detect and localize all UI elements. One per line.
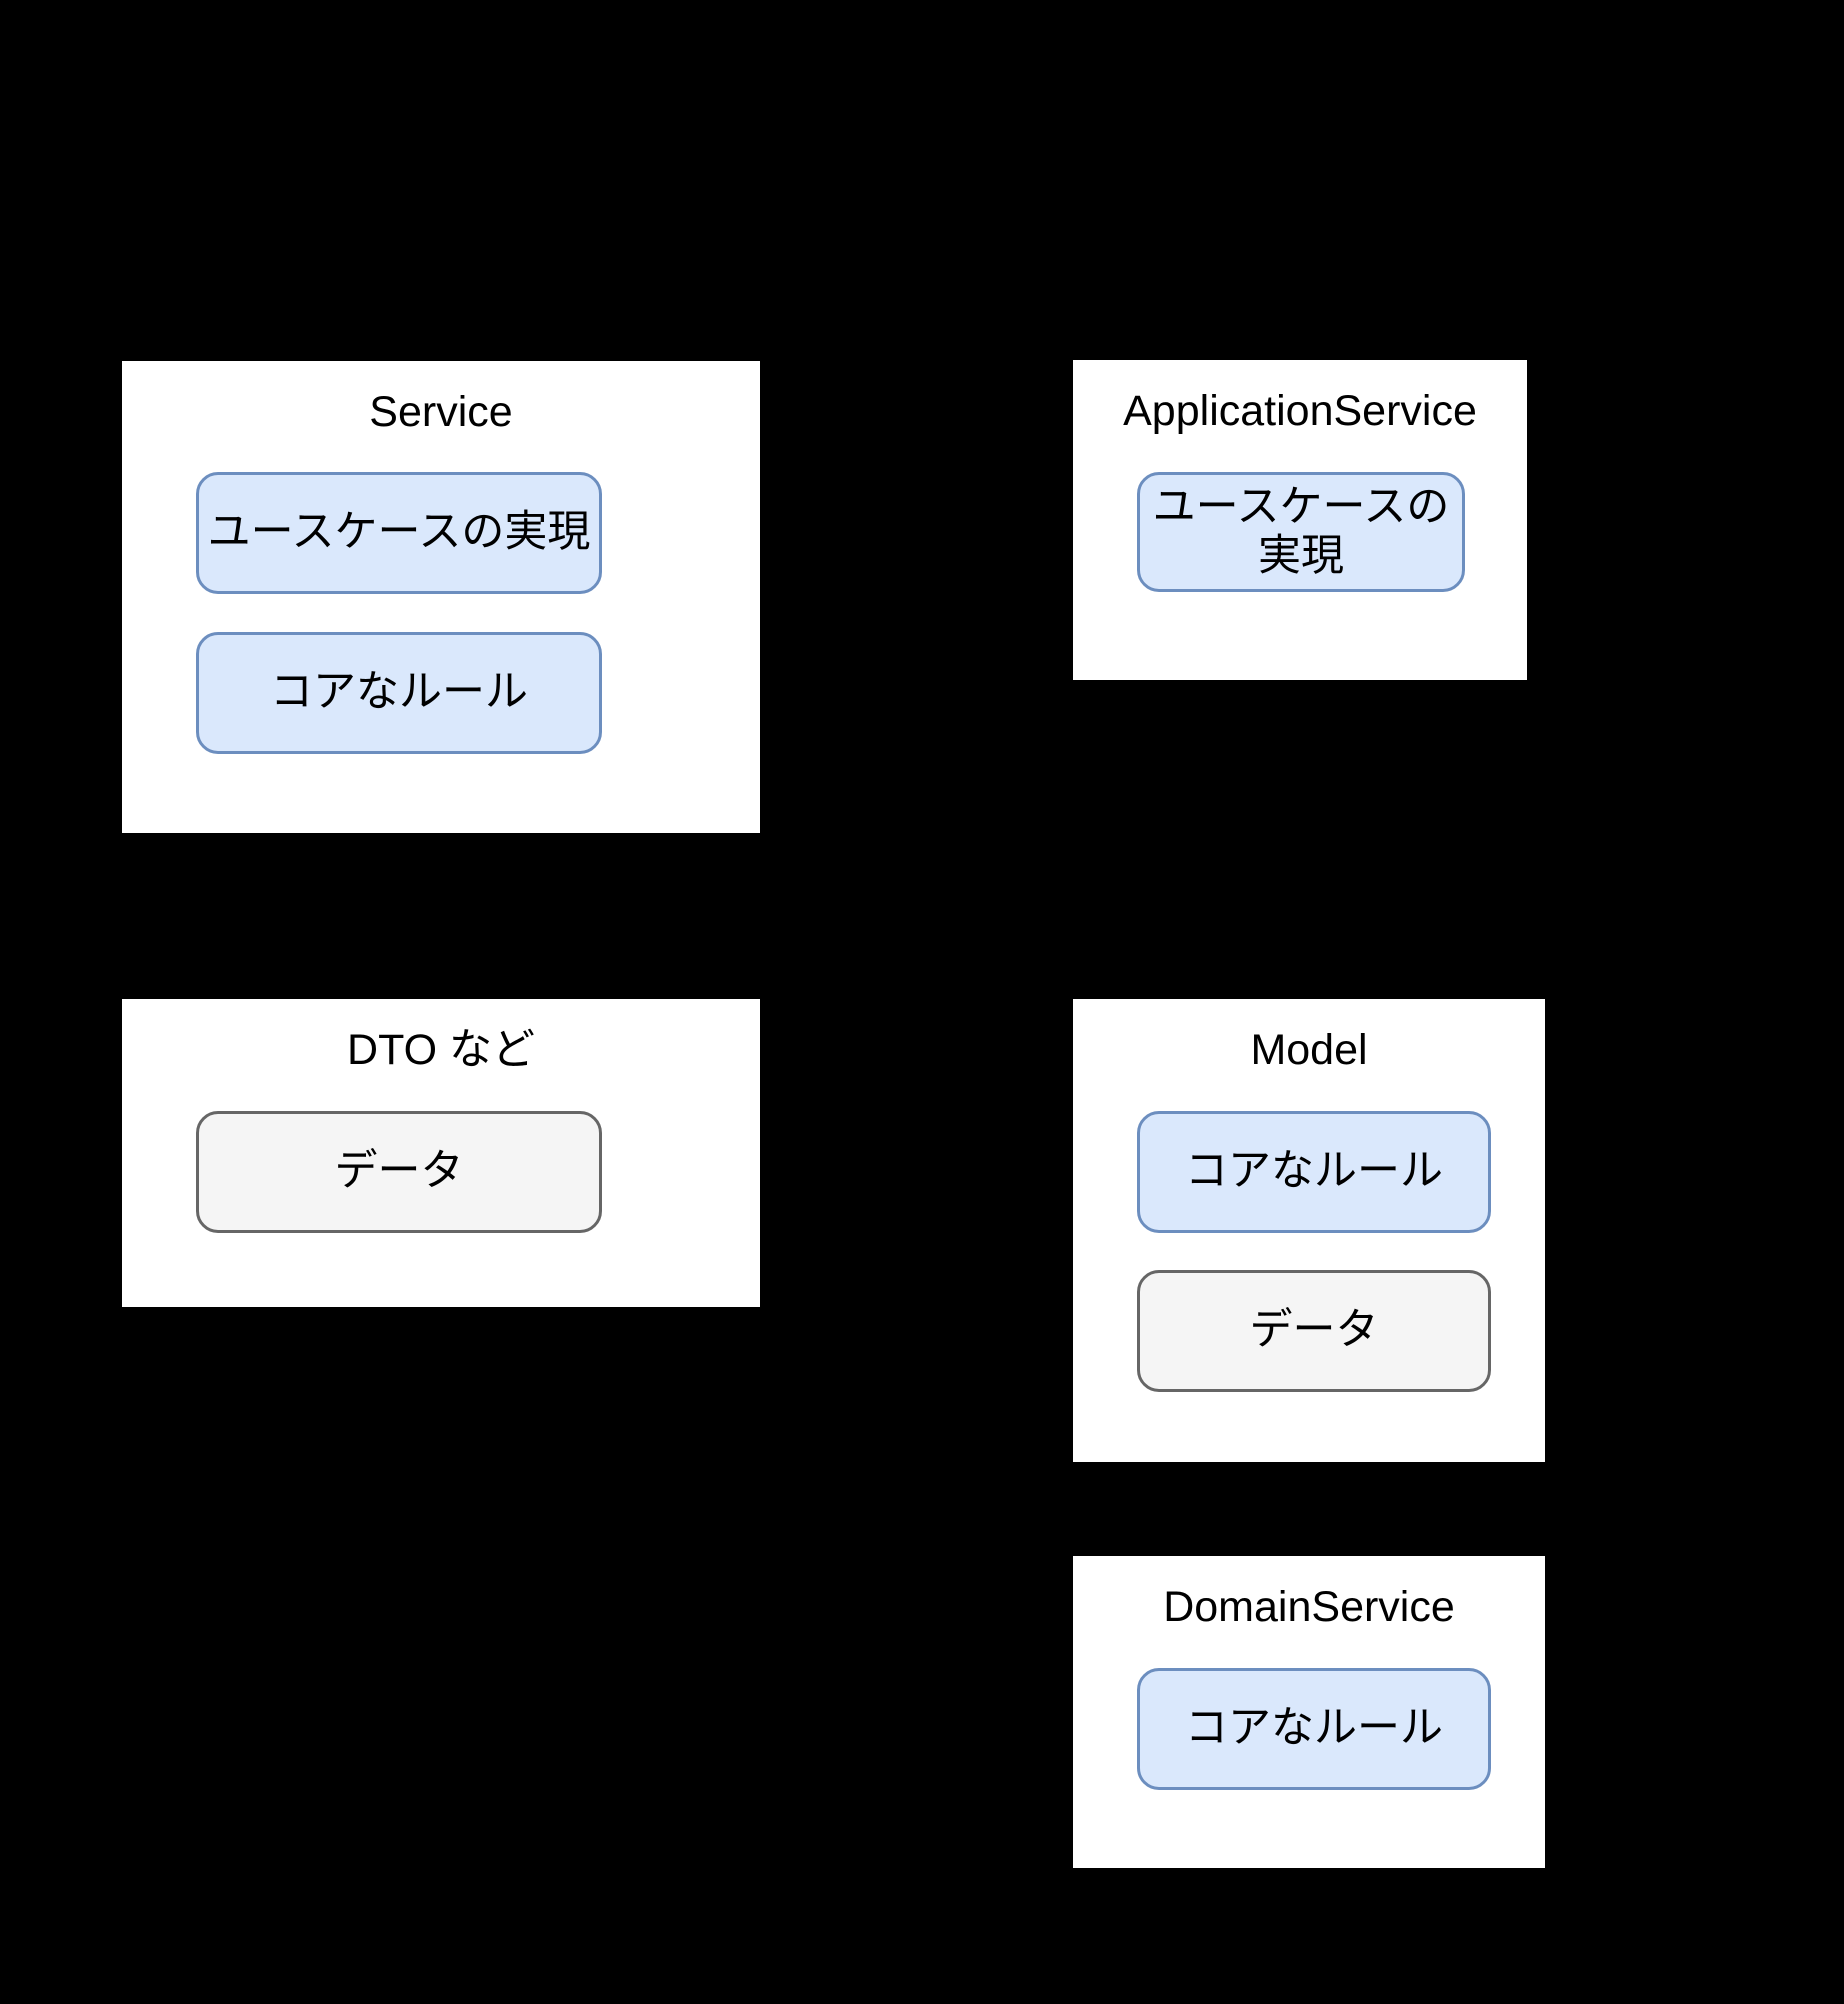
card-domain-service[interactable]: DomainService コアなルール [1073,1556,1545,1868]
card-service-title: Service [369,388,513,436]
card-model-title: Model [1250,1026,1368,1074]
chip-service-usecase[interactable]: ユースケースの実現 [196,472,602,594]
card-application-service[interactable]: ApplicationService ユースケースの実現 [1073,360,1527,680]
card-domain-service-title: DomainService [1163,1583,1455,1631]
card-application-service-title: ApplicationService [1123,387,1477,435]
card-dto[interactable]: DTO など データ [122,999,760,1307]
chip-service-corerule[interactable]: コアなルール [196,632,602,754]
chip-domain-service-corerule[interactable]: コアなルール [1137,1668,1491,1790]
chip-dto-data[interactable]: データ [196,1111,602,1233]
card-dto-title: DTO など [347,1026,535,1074]
chip-model-corerule[interactable]: コアなルール [1137,1111,1491,1233]
card-service[interactable]: Service ユースケースの実現 コアなルール [122,361,760,833]
chip-application-service-usecase[interactable]: ユースケースの実現 [1137,472,1465,592]
card-model[interactable]: Model コアなルール データ [1073,999,1545,1462]
chip-model-data[interactable]: データ [1137,1270,1491,1392]
